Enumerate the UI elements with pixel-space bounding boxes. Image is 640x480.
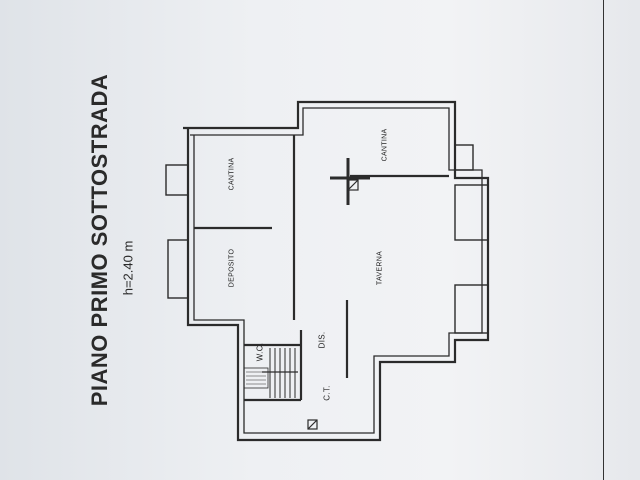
outer-wall-inner xyxy=(190,107,483,434)
room-label-ct: C.T. xyxy=(322,385,332,401)
flue-box xyxy=(347,179,359,191)
room-label-dis: DIS. xyxy=(317,331,327,349)
stair-hatch-lines xyxy=(246,371,266,385)
stair-steps xyxy=(269,348,296,398)
ct-box xyxy=(307,419,318,430)
outer-wall xyxy=(183,100,490,442)
room-label-taverna: TAVERNA xyxy=(376,250,384,286)
paper-edge-line xyxy=(603,0,604,480)
room-label-cantina-right: CANTINA xyxy=(381,128,389,162)
window-box-top-right xyxy=(454,144,474,171)
plan-title: PIANO PRIMO SOTTOSTRADA xyxy=(87,73,112,407)
pillar-cross xyxy=(330,158,370,205)
window-box-left-2 xyxy=(167,239,189,299)
stair-hatch xyxy=(243,367,269,389)
window-box-left-1 xyxy=(165,164,189,196)
room-label-cantina-left: CANTINA xyxy=(228,157,236,191)
room-label-deposito: DEPOSITO xyxy=(228,248,236,288)
room-label-wc: W.C. xyxy=(255,342,265,362)
window-box-right-1 xyxy=(454,184,489,241)
window-box-right-2 xyxy=(454,284,489,334)
plan-height-label: h=2.40 m xyxy=(120,240,136,296)
